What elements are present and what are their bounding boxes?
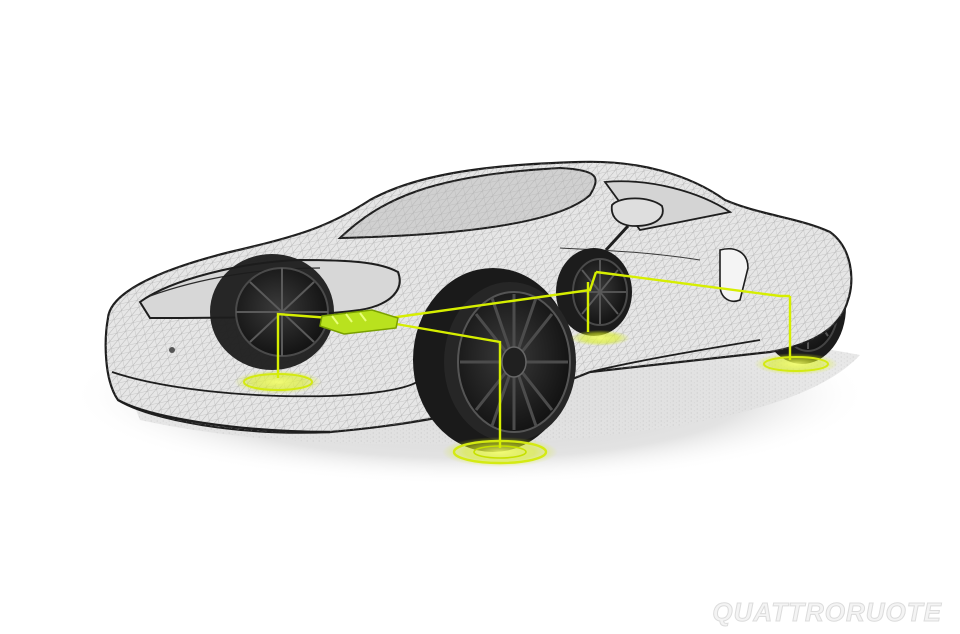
control-unit [319, 309, 399, 335]
rear-right-wheel [556, 248, 632, 336]
front-right-wheel [413, 268, 576, 452]
control-network [276, 270, 792, 448]
front-left-wheel [210, 254, 334, 370]
watermark-text: QUATTRORUOTE [712, 597, 942, 628]
wheel-sensor-pads [234, 330, 838, 467]
